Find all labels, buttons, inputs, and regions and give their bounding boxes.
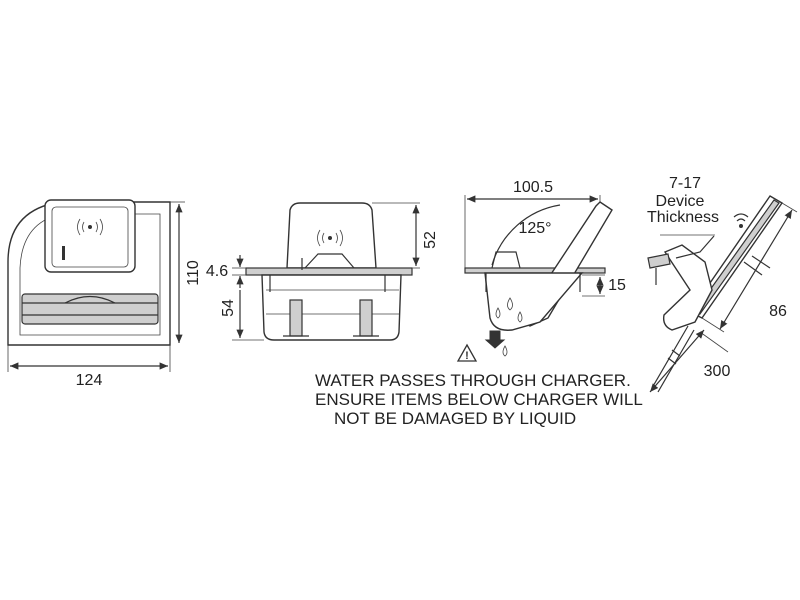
front-tray: [21, 293, 159, 325]
side-body: [261, 274, 402, 341]
angle-depth-label: 15: [608, 277, 626, 294]
front-height-label: 110: [185, 260, 202, 286]
side-bottom-label: 54: [220, 299, 237, 317]
side-clip-right: [359, 299, 373, 337]
warning-text: WATER PASSES THROUGH CHARGER. ENSURE ITE…: [315, 371, 643, 428]
warning-line-1: WATER PASSES THROUGH CHARGER.: [315, 371, 631, 390]
angle-flange: [464, 267, 606, 274]
side-flange: [245, 267, 413, 276]
mounted-bracket: [662, 244, 713, 331]
angle-degree-label: 125°: [518, 220, 551, 237]
mounted-cable: [651, 325, 689, 389]
drain-arrow-icon: [484, 330, 506, 349]
led-indicator: [62, 246, 65, 260]
side-cradle: [286, 202, 377, 269]
side-clip-left: [289, 299, 303, 337]
warning-line-3: NOT BE DAMAGED BY LIQUID: [334, 409, 576, 428]
front-view: 124 110: [7, 199, 202, 389]
thickness-label-2: Device: [656, 193, 705, 210]
angle-width-label: 100.5: [513, 179, 553, 196]
angle-arc: [491, 204, 561, 266]
mounted-length-label: 86: [769, 303, 787, 320]
side-top-label: 52: [422, 231, 439, 249]
warning-icon: !: [456, 343, 478, 362]
wifi-icon: [733, 213, 749, 228]
mounted-view: 7-17 Device Thickness 300 86: [647, 175, 798, 393]
front-width-label: 124: [76, 372, 103, 389]
side-wireless-icon: [317, 229, 343, 247]
thickness-label-3: Thickness: [647, 209, 719, 226]
phone-cradle-inner: [51, 206, 129, 268]
water-drop-icon: [495, 297, 523, 357]
phone-cradle: [44, 199, 136, 273]
warning-line-2: ENSURE ITEMS BELOW CHARGER WILL: [315, 390, 643, 409]
side-flange-label: 4.6: [206, 263, 228, 280]
side-view: 52 4.6 54: [206, 202, 439, 341]
angle-view: 100.5 125° 15 !: [456, 179, 626, 362]
cable-length-label: 300: [704, 363, 731, 380]
angle-body: [484, 272, 584, 331]
wireless-icon: [77, 218, 103, 236]
svg-text:!: !: [465, 350, 469, 362]
thickness-label-1: 7-17: [669, 175, 701, 192]
mounted-clip: [647, 253, 671, 269]
